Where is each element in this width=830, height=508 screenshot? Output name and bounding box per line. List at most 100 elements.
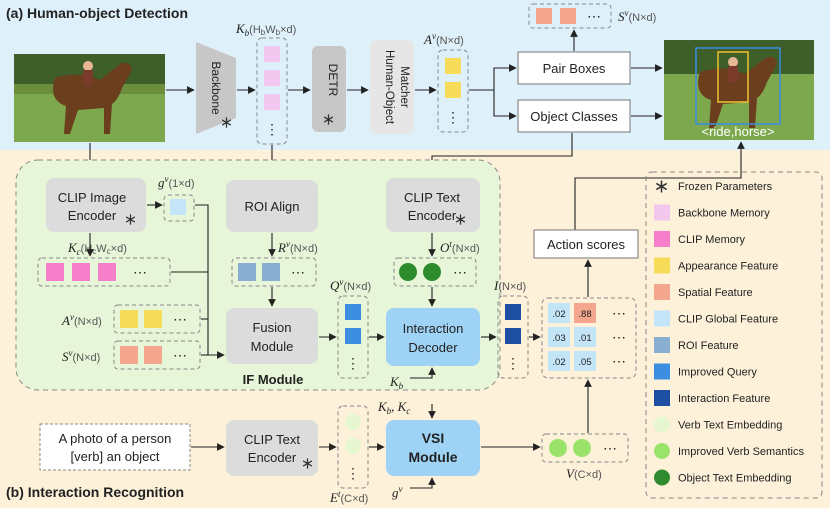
sv-input-symbol: Sv(N×d) (62, 348, 100, 364)
legend-swatch (654, 310, 670, 327)
legend-swatch (654, 257, 670, 274)
svg-text:⋯: ⋯ (173, 311, 187, 327)
svg-text:⋯: ⋯ (133, 264, 147, 280)
svg-text:Encoder: Encoder (248, 450, 297, 465)
human-box (717, 51, 749, 103)
recognition-title: (b) Interaction Recognition (6, 484, 184, 500)
legend-label: ROI Feature (678, 340, 739, 352)
backbone-memory-column: ⋮ (256, 37, 288, 145)
verb-text-embedding-column: ⋮ (337, 405, 369, 489)
roi-feature-row: ⋯ (231, 257, 317, 287)
score-row-ellipsis: ⋯ (612, 305, 626, 321)
svg-text:Encoder: Encoder (408, 208, 457, 223)
backbone-module: Backbone (196, 42, 236, 134)
legend-label: CLIP Global Feature (678, 314, 778, 326)
svg-text:A photo of a person: A photo of a person (59, 431, 172, 446)
legend-label: Verb Text Embedding (678, 420, 782, 432)
fusion-module: Fusion Module (226, 308, 318, 364)
score-value: .02 (552, 357, 565, 368)
score-row-ellipsis: ⋯ (612, 329, 626, 345)
score-cell (574, 351, 596, 371)
rv-symbol: Rv(N×d) (277, 239, 318, 255)
svg-text:⋯: ⋯ (173, 347, 187, 363)
ot-symbol: Ot(N×d) (440, 239, 480, 255)
kb-decoder-symbol: Kb (389, 374, 404, 391)
legend-label: Improved Query (678, 367, 757, 379)
clip-global-feature (163, 194, 195, 222)
svg-text:⋮: ⋮ (506, 355, 520, 371)
svg-text:CLIP Text: CLIP Text (244, 432, 300, 447)
kc-symbol: Kc(HcWc×d) (67, 240, 127, 257)
svg-text:Kb(HbWb×d): Kb(HbWb×d) (235, 21, 296, 38)
svg-text:Pair Boxes: Pair Boxes (543, 61, 606, 76)
score-value: .02 (552, 309, 565, 320)
interaction-decoder: Interaction Decoder (386, 308, 480, 366)
svg-text:ROI Align: ROI Align (245, 199, 300, 214)
score-value: .03 (552, 333, 565, 344)
appearance-feature-column: ⋮ (437, 49, 469, 133)
svg-text:CLIP Image: CLIP Image (58, 190, 126, 205)
improved-query-column: ⋮ (337, 295, 369, 379)
clip-text-encoder: CLIP Text Encoder (386, 178, 480, 232)
qv-symbol: Qv(N×d) (330, 277, 371, 293)
action-scores-box: Action scores (533, 229, 639, 259)
input-image (14, 54, 165, 142)
object-box (695, 47, 781, 125)
gv-symbol: gv(1×d) (158, 174, 195, 190)
clip-text-encoder-verb: CLIP Text Encoder (226, 420, 318, 476)
legend-swatch (654, 443, 670, 459)
prompt-text-box: A photo of a person [verb] an object (39, 423, 191, 471)
svg-text:Module: Module (251, 339, 294, 354)
appearance-feature-row: ⋯ (113, 304, 201, 334)
pair-boxes-box: Pair Boxes (517, 51, 631, 85)
if-module-label: IF Module (243, 372, 304, 387)
clip-image-encoder: CLIP Image Encoder (46, 178, 146, 232)
svg-text:⋮: ⋮ (346, 465, 360, 481)
interaction-feature-column: ⋮ (497, 295, 529, 379)
improved-verb-semantics-row: ⋯ (541, 433, 629, 463)
svg-text:Decoder: Decoder (408, 340, 458, 355)
legend-label: Appearance Feature (678, 261, 778, 273)
spatial-feature-row-top: ⋯ (528, 3, 612, 29)
legend-label: Improved Verb Semantics (678, 446, 804, 458)
object-classes-box: Object Classes (517, 99, 631, 133)
legend-label: Frozen Parameters (678, 181, 773, 193)
svg-text:Module: Module (409, 449, 458, 465)
legend-label: CLIP Memory (678, 234, 746, 246)
svg-text:Matcher: Matcher (398, 66, 410, 108)
svg-text:Encoder: Encoder (68, 208, 117, 223)
svg-text:[verb] an object: [verb] an object (71, 449, 160, 464)
kb-kc-symbol: Kb, Kc (377, 399, 410, 416)
legend-swatch (654, 337, 670, 353)
svg-text:⋮: ⋮ (346, 355, 360, 371)
output-image: <ride,horse> (664, 40, 814, 140)
svg-text:VSI: VSI (422, 430, 445, 446)
legend-label: Backbone Memory (678, 208, 770, 220)
sv-symbol: Sv(N×d) (618, 8, 656, 24)
legend-swatch (654, 204, 670, 221)
score-matrix: .02.88⋯.03.01⋯.02.05⋯ (541, 297, 637, 379)
legend-swatch (654, 390, 670, 406)
gv-vsi-symbol: gv (392, 484, 403, 500)
svg-text:⋮: ⋮ (265, 121, 279, 137)
et-symbol: Et(C×d) (329, 489, 368, 505)
kb-symbol: Kb(HbWb×d) (235, 21, 296, 38)
score-value: .05 (578, 357, 591, 368)
svg-text:CLIP Text: CLIP Text (404, 190, 460, 205)
svg-text:⋯: ⋯ (291, 264, 305, 280)
legend-swatch (654, 469, 670, 486)
svg-text:Action scores: Action scores (547, 237, 626, 252)
legend-swatch (654, 363, 670, 380)
detection-title: (a) Human-object Detection (6, 5, 188, 21)
svg-text:⋮: ⋮ (446, 109, 460, 125)
score-cell (574, 327, 596, 347)
legend-swatch (654, 284, 670, 300)
score-cell (548, 351, 570, 371)
detr-label: DETR (326, 64, 340, 97)
score-value: .88 (578, 309, 591, 320)
svg-text:Human-Object: Human-Object (383, 50, 395, 125)
legend-label: Object Text Embedding (678, 473, 792, 485)
svg-text:⋯: ⋯ (587, 8, 601, 24)
backbone-label: Backbone (209, 61, 223, 115)
